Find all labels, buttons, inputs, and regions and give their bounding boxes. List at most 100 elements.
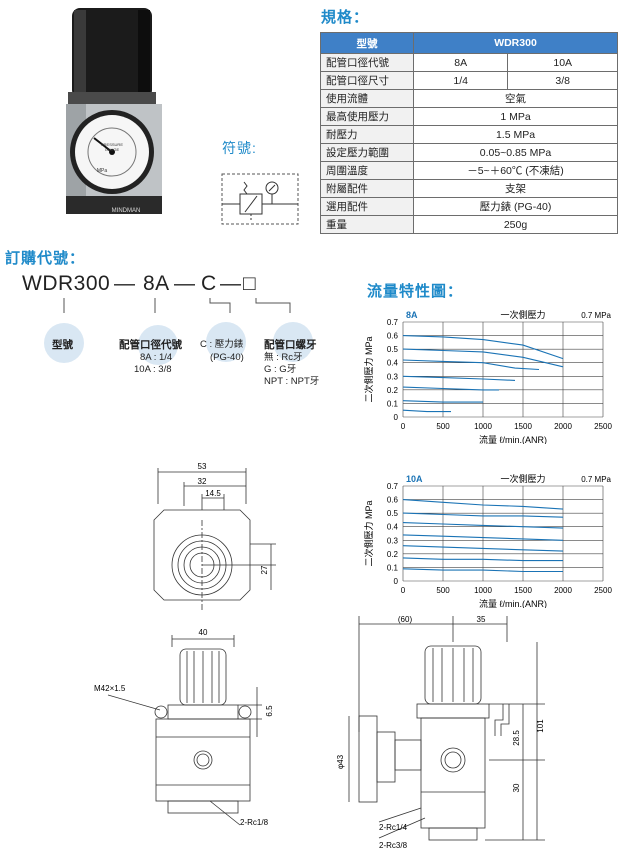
spec-cell: 0.05~0.85 MPa (413, 143, 618, 162)
bubble (273, 322, 313, 362)
spec-table: 型號 WDR300 配管口徑代號 8A 10A 配管口徑尺寸 1/4 3/8 使… (320, 32, 618, 234)
spec-row-label: 使用流體 (320, 89, 414, 108)
symbol-label: 符號: (222, 140, 257, 156)
x-tick-label: 1000 (474, 422, 492, 431)
spec-cell: －5~＋60℃ (不凍結) (413, 161, 618, 180)
spec-cell: 1 MPa (413, 107, 618, 126)
series-line (402, 375, 516, 381)
spec-row-label: 配管口徑尺寸 (320, 71, 414, 90)
dial-label: GAUGE (105, 147, 120, 152)
y-tick-label: 0.2 (387, 386, 399, 395)
chart-title: 一次側壓力 (500, 309, 545, 320)
dim-right: φ43 (336, 754, 345, 769)
spec-cell: 空氣 (413, 89, 618, 108)
spec-row-label: 附屬配件 (320, 179, 414, 198)
dim-side: 40 (199, 628, 208, 637)
label-port-title: 配管口徑代號 (119, 339, 182, 351)
order-connectors (63, 298, 291, 313)
dim-right: 30 (512, 783, 521, 792)
spec-cell: 壓力錶 (PG-40) (413, 197, 618, 216)
y-tick-label: 0 (394, 577, 399, 586)
label-thread-line: 無 : Rc牙 (264, 352, 303, 363)
dim-right-port: 2-Rc3/8 (379, 841, 408, 850)
label-gauge-line: (PG-40) (210, 352, 244, 363)
y-tick-label: 0.7 (387, 482, 399, 491)
brand-label: MINDMAN (112, 208, 141, 214)
y-axis-label: 二次側壓力 MPa (363, 336, 374, 402)
label-thread-title: 配管口螺牙 (264, 339, 317, 351)
spec-head-label: 型號 (320, 32, 414, 54)
bubble (44, 323, 84, 363)
series-line (402, 335, 564, 360)
dial-label: PRESSURE (101, 142, 123, 147)
series-line (402, 359, 540, 371)
y-tick-label: 0.7 (387, 318, 399, 327)
y-tick-label: 0.1 (387, 563, 399, 572)
y-tick-label: 0.3 (387, 372, 399, 381)
x-tick-label: 1000 (474, 586, 492, 595)
dim-right: (60) (398, 615, 413, 624)
dim-front: 27 (260, 565, 269, 574)
x-tick-label: 2000 (554, 422, 572, 431)
series-line (402, 348, 564, 368)
dim-right-port: 2-Rc1/4 (379, 823, 408, 832)
dial-unit: MPa (97, 168, 108, 174)
dim-right: 101 (536, 719, 545, 733)
chart-title: 一次側壓力 (500, 473, 545, 484)
dim-side-port: 2-Rc1/8 (240, 818, 269, 827)
x-tick-label: 2000 (554, 586, 572, 595)
x-tick-label: 500 (436, 422, 450, 431)
label-thread-line: NPT : NPT牙 (264, 376, 320, 387)
code-gauge: C (201, 272, 217, 295)
x-tick-label: 2500 (594, 586, 612, 595)
chart-unit-label: 0.7 MPa (581, 475, 611, 484)
label-port-line: 8A : 1/4 (140, 352, 173, 363)
spec-row-label: 最高使用壓力 (320, 107, 414, 126)
dim-front: 53 (198, 462, 207, 471)
spec-row-label: 周圍溫度 (320, 161, 414, 180)
dim-side-thread: M42×1.5 (94, 684, 126, 693)
regulator-symbol (221, 173, 299, 225)
spec-cell: 250g (413, 215, 618, 234)
code-model: WDR300 (22, 272, 111, 295)
y-tick-label: 0.5 (387, 509, 399, 518)
x-tick-label: 0 (401, 422, 406, 431)
spec-row-label: 重量 (320, 215, 414, 234)
series-line (402, 386, 499, 391)
series-line (402, 400, 483, 403)
x-tick-label: 1500 (514, 422, 532, 431)
x-tick-label: 500 (436, 586, 450, 595)
code-thread-box: □ (243, 272, 257, 295)
spec-cell: 10A (507, 53, 618, 72)
x-tick-label: 1500 (514, 586, 532, 595)
y-tick-label: 0 (394, 413, 399, 422)
y-tick-label: 0.1 (387, 399, 399, 408)
chart-unit-label: 0.7 MPa (581, 311, 611, 320)
x-tick-label: 2500 (594, 422, 612, 431)
y-tick-label: 0.6 (387, 496, 399, 505)
front-view-drawing: 53 32 14.5 27 (153, 462, 276, 610)
spec-row-label: 耐壓力 (320, 125, 414, 144)
code-dash: — (114, 272, 136, 295)
y-tick-label: 0.6 (387, 332, 399, 341)
spec-row-label: 設定壓力範圍 (320, 143, 414, 162)
series-line (402, 512, 564, 518)
code-dash: — (220, 272, 242, 295)
chart-corner-label: 10A (406, 474, 423, 484)
y-tick-label: 0.4 (387, 359, 399, 368)
label-port-line: 10A : 3/8 (134, 364, 172, 375)
y-axis-label: 二次側壓力 MPa (363, 500, 374, 566)
bubble (138, 325, 178, 365)
x-axis-label: 流量 ℓ/min.(ANR) (479, 434, 547, 444)
product-photo: PRESSURE GAUGE MPa MINDMAN (66, 8, 162, 214)
spec-title: 規格： (321, 9, 370, 26)
y-tick-label: 0.3 (387, 536, 399, 545)
x-axis-label: 流量 ℓ/min.(ANR) (479, 598, 547, 608)
y-tick-label: 0.4 (387, 523, 399, 532)
series-line (402, 534, 564, 541)
order-title: 訂購代號： (5, 250, 86, 267)
code-port: 8A (143, 272, 170, 295)
chart-corner-label: 8A (406, 310, 418, 320)
code-dash: — (174, 272, 196, 295)
